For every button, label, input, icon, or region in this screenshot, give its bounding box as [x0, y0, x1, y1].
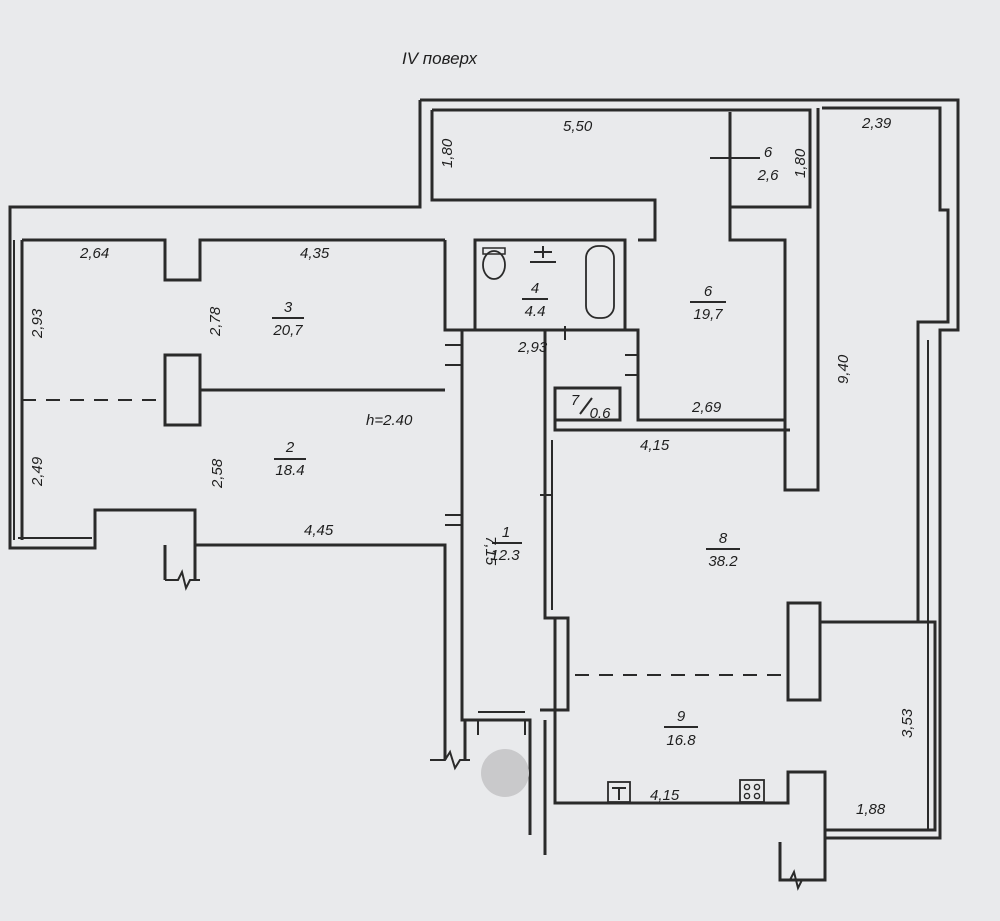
room-9-number: 9: [677, 708, 686, 725]
room-3-area: 20,7: [272, 322, 303, 339]
dim-label: 3,53: [899, 708, 916, 738]
plan-title: ІV поверх: [402, 49, 477, 68]
room-1-area: 12.3: [490, 547, 520, 564]
dim-label: 4,15: [640, 437, 670, 454]
dim-label: 2,78: [207, 306, 224, 337]
room-2-area: 18.4: [275, 462, 304, 479]
dim-label: 2,93: [29, 308, 46, 339]
ceiling-height-note: h=2.40: [366, 412, 413, 429]
bathtub-icon: [585, 245, 615, 319]
dim-label: 4,35: [300, 245, 330, 262]
room-4-number: 4: [531, 280, 539, 297]
dim-label: 4,15: [650, 787, 680, 804]
room-7-number: 7: [571, 392, 580, 409]
dim-label: 2,39: [861, 115, 892, 132]
room-6a-area: 2,6: [757, 167, 780, 184]
room-8-number: 8: [719, 530, 728, 547]
room-1-number: 1: [502, 524, 510, 541]
blurred-area: [481, 749, 529, 797]
room-3-number: 3: [284, 299, 293, 316]
openings: [13, 157, 929, 891]
toilet-icon: [482, 247, 506, 280]
dim-label: 7,15: [482, 536, 499, 566]
dim-label: 2,69: [691, 399, 722, 416]
dim-label: 1,80: [792, 148, 809, 178]
room-6b-area: 19,7: [693, 306, 723, 323]
sink-icon: [530, 246, 556, 263]
dim-label: 2,58: [209, 458, 226, 489]
room-6b-number: 6: [704, 283, 713, 300]
room-4-area: 4.4: [525, 303, 546, 320]
dim-label: 2,64: [79, 245, 109, 262]
room-2-number: 2: [285, 439, 295, 456]
dim-label: 1,80: [439, 138, 456, 168]
room-labels: 1 12.3 2 18.4 3 20,7 4 4.4 6 2,6 6 19,7 …: [272, 144, 779, 749]
room-8-area: 38.2: [708, 553, 738, 570]
stove-icon: [739, 779, 765, 803]
dimension-labels: 5,50 1,80 1,80 2,39 2,64 4,35 2,93 2,78 …: [29, 115, 916, 818]
dim-label: 2,49: [29, 456, 46, 487]
dim-label: 4,45: [304, 522, 334, 539]
dim-label: 2,93: [517, 339, 548, 356]
kitchen-sink-icon: [607, 781, 631, 803]
room-9-area: 16.8: [666, 732, 696, 749]
dim-label: 5,50: [563, 118, 593, 135]
dim-label: 1,88: [856, 801, 886, 818]
room-6a-number: 6: [764, 144, 773, 161]
dim-label: 9,40: [835, 354, 852, 384]
room-7-area: 0.6: [590, 405, 612, 422]
